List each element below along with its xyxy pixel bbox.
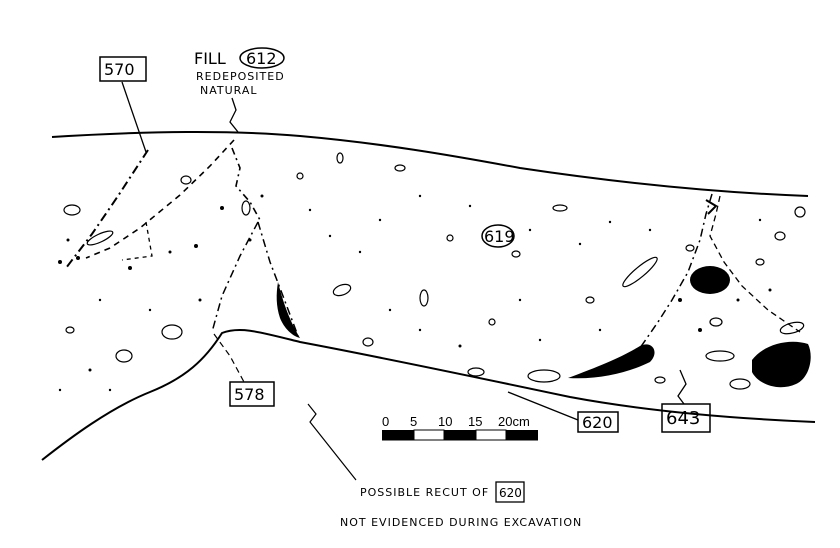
context-578-box — [229, 381, 275, 407]
cut-578-extension — [213, 333, 245, 383]
scale-tick-0: 0 — [382, 414, 389, 429]
context-619-label: 619 — [484, 227, 515, 246]
context-570-box — [99, 56, 147, 82]
feature-635-fill — [690, 266, 730, 294]
ground-surface-line — [51, 130, 809, 197]
cut-612-line — [231, 147, 261, 221]
context-570-leader — [121, 81, 147, 153]
scale-tick-20: 20cm — [498, 414, 530, 429]
recut-note-leader — [307, 403, 357, 481]
recut-note-line2: NOT EVIDENCED DURING EXCAVATION — [340, 516, 582, 529]
charcoal-deposit-lower — [568, 344, 655, 379]
recut-note-ref-box — [495, 481, 525, 503]
scale-tick-10: 10 — [438, 414, 452, 429]
charcoal-deposit-wedge — [276, 282, 300, 338]
cut-643-mark — [705, 199, 718, 215]
cut-643-line-b — [709, 195, 801, 333]
scale-segment-5 — [506, 430, 538, 440]
scale-tick-5: 5 — [410, 414, 417, 429]
fill-612-inner-boundary — [121, 221, 153, 261]
fill-612-boundary — [85, 139, 235, 259]
context-643-leader — [677, 369, 687, 405]
context-620-leader — [507, 391, 579, 421]
cut-578-line-b — [257, 221, 299, 337]
context-570-label: 570 — [104, 60, 135, 79]
context-620-box — [577, 411, 619, 433]
fill-label: FILL — [194, 49, 226, 68]
charcoal-deposit-right — [752, 341, 811, 388]
scale-segment-1 — [382, 430, 414, 440]
natural-label: NATURAL — [200, 84, 258, 97]
context-612-leader — [229, 97, 239, 133]
recut-note-line1: POSSIBLE RECUT OF — [360, 486, 489, 499]
recut-note-ref: 620 — [499, 486, 522, 500]
context-643-box — [661, 403, 711, 433]
stones — [63, 152, 806, 390]
scale-segment-2 — [413, 429, 445, 441]
context-643-label: 643 — [666, 408, 700, 429]
context-620-label: 620 — [582, 413, 613, 432]
redeposited-label: REDEPOSITED — [196, 70, 285, 83]
scale-segment-4 — [475, 429, 507, 441]
inclusions — [58, 194, 772, 392]
section-base-line — [41, 328, 816, 461]
context-635-label: 635 — [700, 276, 719, 287]
cut-578-line-a — [211, 221, 259, 333]
context-612-ring — [239, 47, 285, 69]
context-578-label: 578 — [234, 385, 265, 404]
context-612-label: 612 — [246, 49, 277, 68]
scale-segment-3 — [444, 430, 476, 440]
scale-bar: 0 5 10 15 20cm — [382, 414, 538, 441]
context-619-ring — [481, 224, 515, 248]
cut-643-line — [639, 193, 713, 349]
scale-tick-15: 15 — [468, 414, 482, 429]
cut-570-line — [65, 149, 149, 269]
